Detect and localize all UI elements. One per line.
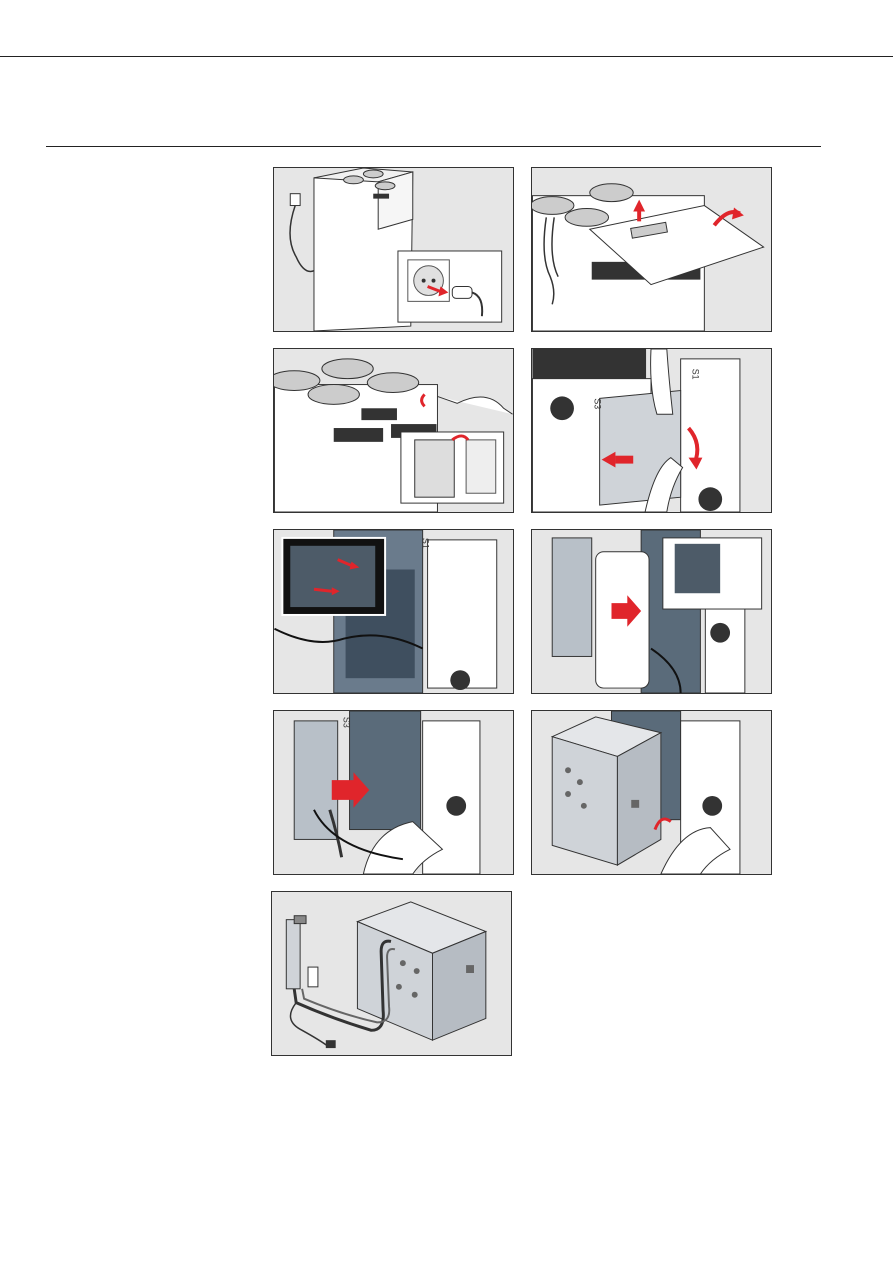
pull-module-out-illustration: S3 — [274, 711, 513, 874]
lift-module-box-illustration — [532, 711, 771, 874]
panel-disconnect-connectors: S1 — [273, 529, 514, 694]
remove-top-cover-illustration — [532, 168, 771, 331]
top-rule — [0, 56, 893, 57]
section-rule — [46, 146, 821, 147]
connectors-label-s1: S1 — [421, 538, 431, 549]
module-label-s3: S3 — [342, 717, 352, 728]
panel-remove-front-cover: S3 S1 — [531, 348, 772, 513]
panel-remove-inner-cover — [531, 529, 772, 694]
panel-remove-top-cover — [531, 167, 772, 332]
module-with-cables-illustration — [272, 892, 511, 1055]
disconnect-connectors-illustration: S1 — [274, 530, 513, 693]
unplug-power-illustration — [274, 168, 513, 331]
unscrew-display-panel-illustration — [274, 349, 513, 512]
panel-unplug-power — [273, 167, 514, 332]
panel-pull-module-out: S3 — [273, 710, 514, 875]
front-cover-label-s1: S1 — [690, 369, 700, 380]
panel-lift-module-box — [531, 710, 772, 875]
front-cover-label-s3: S3 — [593, 398, 603, 409]
panel-unscrew-display-panel — [273, 348, 514, 513]
remove-front-cover-illustration: S3 S1 — [532, 349, 771, 512]
panel-module-with-cables — [271, 891, 512, 1056]
remove-inner-cover-illustration — [532, 530, 771, 693]
